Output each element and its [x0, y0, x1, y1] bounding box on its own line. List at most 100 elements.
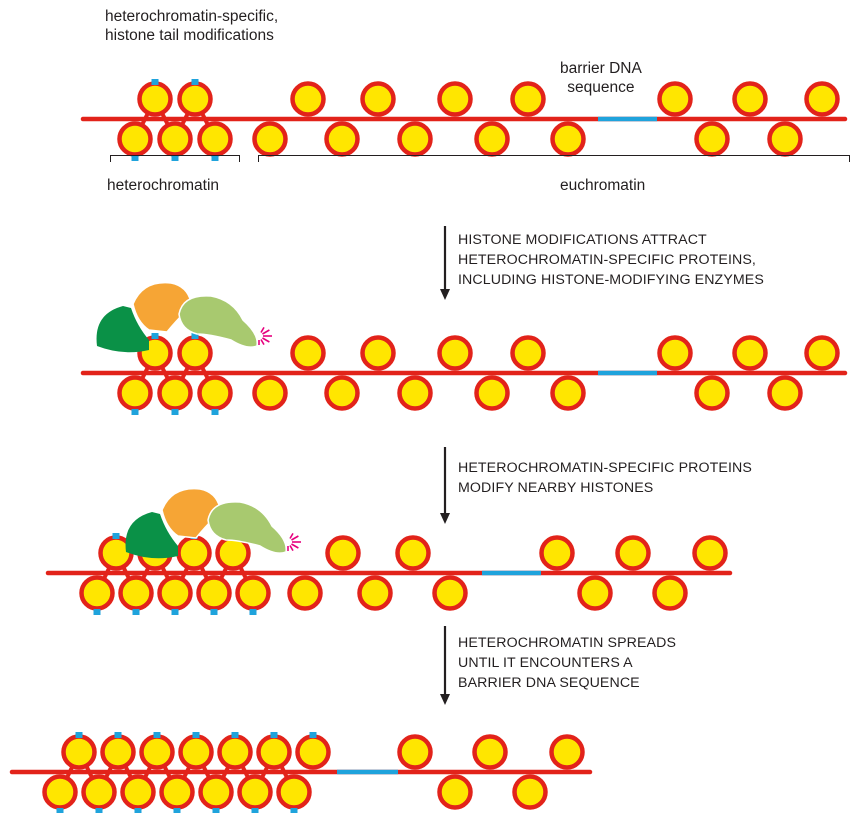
heterochromatin-label: heterochromatin [107, 177, 220, 194]
nucleosome [512, 774, 548, 810]
nucleosome [117, 375, 153, 415]
nucleosome [81, 774, 117, 813]
histone-modification-mark [249, 609, 257, 615]
nucleosome [694, 375, 730, 411]
histone-modification-mark [95, 808, 103, 813]
histone-modification-mark [270, 732, 278, 738]
nucleosome [539, 535, 575, 571]
histone-modification-mark [231, 732, 239, 738]
histone-modification-mark [211, 409, 219, 415]
nucleosome [290, 335, 326, 371]
histone-modification-mark [151, 333, 159, 339]
histone-modifying-enzyme [207, 501, 287, 554]
histone-modification-mark [171, 609, 179, 615]
nucleosome [276, 774, 312, 813]
nucleosome [397, 121, 433, 157]
nucleosome [397, 375, 433, 411]
histone-modification-mark [309, 732, 317, 738]
nucleosome [694, 121, 730, 157]
nucleosome [397, 734, 433, 770]
nucleosome [437, 335, 473, 371]
histone-modification-mark [290, 808, 298, 813]
nucleosome [472, 734, 508, 770]
nucleosome [157, 575, 193, 615]
nucleosome [360, 81, 396, 117]
chromatin-strand [80, 79, 848, 161]
nucleosome [732, 81, 768, 117]
histone-modification-mark [93, 609, 101, 615]
enzyme-activity-sparks [287, 532, 301, 552]
histone-modification-mark [153, 732, 161, 738]
histone-modification-mark [210, 609, 218, 615]
nucleosome [137, 79, 173, 117]
nucleosome [324, 121, 360, 157]
nucleosome [117, 121, 153, 161]
nucleosome [287, 575, 323, 611]
nucleosome [510, 81, 546, 117]
nucleosome [474, 121, 510, 157]
nucleosome [437, 774, 473, 810]
histone-modification-mark [131, 155, 139, 161]
histone-modifying-enzyme [178, 295, 258, 348]
nucleosome [290, 81, 326, 117]
nucleosome [577, 575, 613, 611]
nucleosome [252, 375, 288, 411]
tail-modifications-label: heterochromatin-specific, histone tail m… [105, 8, 279, 44]
nucleosome [177, 79, 213, 117]
nucleosome [549, 734, 585, 770]
nucleosome [657, 81, 693, 117]
nucleosome [177, 333, 213, 371]
nucleosome [732, 335, 768, 371]
nucleosome [120, 774, 156, 813]
nucleosome [510, 335, 546, 371]
nucleosome [395, 535, 431, 571]
nucleosome [550, 121, 586, 157]
nucleosome [767, 375, 803, 411]
histone-modification-mark [134, 808, 142, 813]
protein-complex-row-2 [96, 281, 272, 353]
nucleosome [432, 575, 468, 611]
nucleosome [157, 121, 193, 161]
histone-modification-mark [151, 79, 159, 85]
histone-modification-mark [114, 732, 122, 738]
nucleosome [237, 774, 273, 813]
nucleosome [804, 335, 840, 371]
nucleosome [437, 81, 473, 117]
nucleosome [235, 575, 271, 615]
nucleosome [324, 375, 360, 411]
histone-modification-mark [131, 409, 139, 415]
heterochromatin-protein-dark-green [125, 512, 178, 559]
nucleosome [196, 575, 232, 615]
nucleosome [61, 732, 97, 770]
nucleosome [100, 732, 136, 770]
step-1-caption: HISTONE MODIFICATIONS ATTRACT HETEROCHRO… [458, 232, 764, 288]
heterochromatin-bracket [110, 155, 240, 162]
nucleosome [360, 335, 396, 371]
step-1-arrow [440, 226, 450, 300]
nucleosome [692, 535, 728, 571]
nucleosome [159, 774, 195, 813]
nucleosome [256, 732, 292, 770]
nucleosome [42, 774, 78, 813]
nucleosome [178, 732, 214, 770]
nucleosome [804, 81, 840, 117]
histone-modification-mark [56, 808, 64, 813]
nucleosome [357, 575, 393, 611]
histone-modification-mark [212, 808, 220, 813]
histone-modification-mark [173, 808, 181, 813]
step-2-arrow [440, 447, 450, 524]
enzyme-activity-sparks [258, 326, 272, 346]
histone-modification-mark [112, 533, 120, 539]
step-3-caption: HETEROCHROMATIN SPREADS UNTIL IT ENCOUNT… [458, 635, 677, 691]
nucleosome [295, 732, 331, 770]
histone-modification-mark [191, 333, 199, 339]
nucleosome [615, 535, 651, 571]
step-3-arrow [440, 626, 450, 705]
barrier-dna-sequence-label: barrier DNA sequence [560, 60, 642, 96]
histone-modification-mark [191, 79, 199, 85]
chromatin-strand [80, 333, 848, 415]
nucleosome [79, 575, 115, 615]
histone-modification-mark [171, 155, 179, 161]
nucleosome [550, 375, 586, 411]
